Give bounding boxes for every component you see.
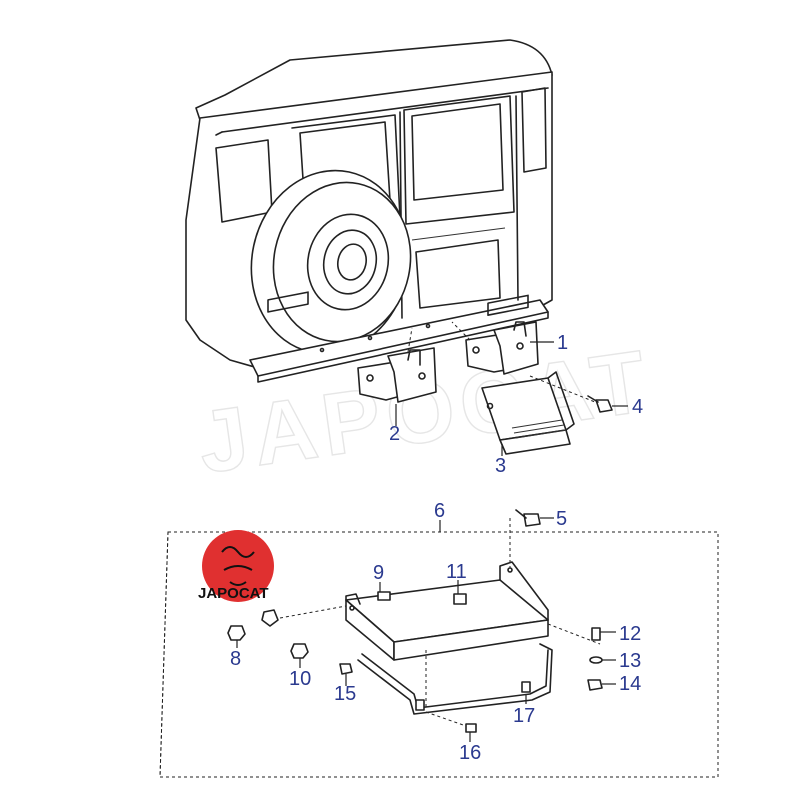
callout-2: 2 [389, 423, 400, 445]
rear-step [481, 371, 601, 455]
callout-4: 4 [632, 396, 643, 418]
callout-16: 16 [459, 742, 481, 764]
callout-15: 15 [334, 683, 356, 705]
small-hardware [227, 509, 603, 733]
callout-14: 14 [619, 673, 641, 695]
bolt-part-9 [377, 591, 391, 601]
callout-1: 1 [557, 332, 568, 354]
japocat-logo: JAPOCAT [198, 530, 274, 602]
callout-11: 11 [446, 561, 467, 583]
callout-9: 9 [373, 562, 384, 584]
callouts: 1 2 3 4 5 6 8 9 10 11 12 13 14 15 16 17 [230, 332, 643, 764]
step-bracket-right [451, 321, 539, 375]
callout-6: 6 [434, 500, 445, 522]
bolt-part-11 [453, 593, 467, 605]
bolt-part-12 [591, 627, 601, 641]
nut-part-8 [227, 625, 246, 641]
vehicle-rear-illustration [185, 39, 553, 383]
callout-17: 17 [513, 705, 535, 727]
callout-3: 3 [495, 455, 506, 477]
callout-13: 13 [619, 650, 641, 672]
step-bracket-left [357, 327, 437, 403]
bolt-part-16 [465, 723, 477, 733]
assembly-box [159, 531, 719, 778]
washer-part-13 [589, 656, 603, 664]
flange-nut [261, 609, 279, 627]
nut-part-15 [339, 663, 353, 675]
step-rail [357, 643, 553, 727]
callout-10: 10 [289, 668, 311, 690]
callout-8: 8 [230, 648, 241, 670]
logo-text: JAPOCAT [198, 585, 269, 602]
bolt-part-4 [587, 395, 613, 413]
step-frame [279, 518, 601, 710]
nut-part-10 [290, 643, 309, 659]
callout-12: 12 [619, 623, 641, 645]
bolt-part-5 [523, 513, 541, 527]
callout-5: 5 [556, 508, 567, 530]
nut-part-14 [587, 679, 603, 691]
leader-lines [236, 341, 628, 742]
